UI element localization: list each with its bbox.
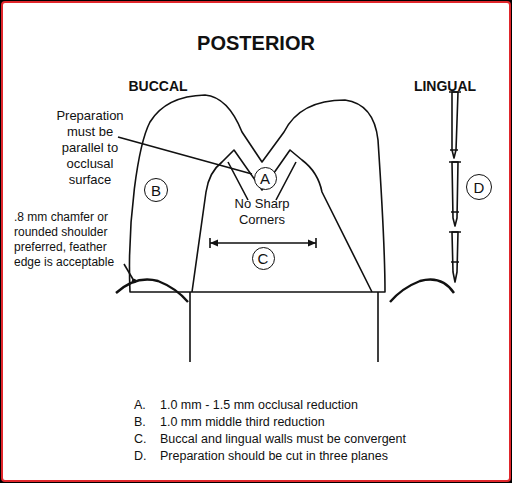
- note-text: .8 mm chamfer or rounded shoulder prefer…: [14, 210, 126, 270]
- diagram-title: POSTERIOR: [0, 31, 512, 56]
- list-item: 1.0 mm middle third reduction: [160, 415, 490, 431]
- side-label: LINGUAL: [404, 78, 486, 96]
- note-text: Preparation must be parallel to occlusal…: [48, 108, 132, 188]
- callout-circle: C: [252, 247, 275, 270]
- callout-letter: D: [474, 179, 485, 196]
- callout-circle: A: [254, 167, 277, 190]
- list-item: 1.0 mm - 1.5 mm occlusal reduction: [160, 398, 490, 414]
- note-text: No Sharp Corners: [222, 196, 302, 228]
- list-letter: C.: [134, 432, 158, 448]
- callout-circle: D: [466, 174, 492, 200]
- list-letter: D.: [134, 449, 158, 465]
- callout-letter: B: [151, 182, 161, 199]
- list-item: Buccal and lingual walls must be converg…: [160, 432, 490, 448]
- list-item: Preparation should be cut in three plane…: [160, 449, 490, 465]
- callout-letter: A: [260, 170, 270, 187]
- callout-circle: B: [144, 178, 168, 202]
- list-letter: A.: [134, 398, 158, 414]
- list-letter: B.: [134, 415, 158, 431]
- callout-letter: C: [258, 250, 269, 267]
- side-label: BUCCAL: [118, 78, 198, 96]
